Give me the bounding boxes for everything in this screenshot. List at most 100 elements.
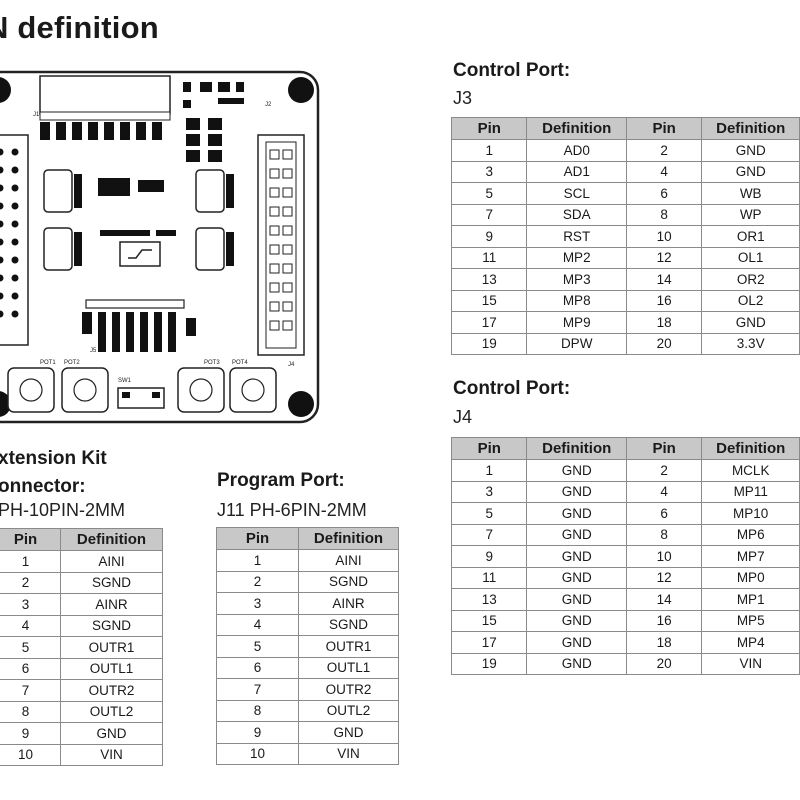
- table-cell: 12: [625, 566, 703, 589]
- table-cell: 10: [625, 225, 703, 248]
- table-cell: 9: [450, 545, 528, 568]
- table-cell: 8: [0, 700, 61, 723]
- table-cell: MP9: [526, 311, 627, 334]
- table-cell: 13: [450, 588, 528, 611]
- table-cell: 7: [450, 203, 528, 226]
- table-cell: MP8: [526, 289, 627, 312]
- table-cell: 2: [625, 459, 703, 482]
- control-port-j4-heading: Control Port:: [453, 378, 571, 399]
- table-cell: 3.3V: [701, 332, 800, 355]
- table-cell: GND: [701, 160, 800, 183]
- table-cell: 18: [625, 311, 703, 334]
- table-cell: 11: [450, 566, 528, 589]
- table-cell: VIN: [60, 743, 163, 766]
- table-cell: OL2: [701, 289, 800, 312]
- table-cell: GND: [60, 722, 163, 745]
- table-cell: OUTR2: [60, 679, 163, 702]
- table-cell: 14: [625, 588, 703, 611]
- table-cell: 13: [450, 268, 528, 291]
- mount-hole-icon: [288, 77, 314, 103]
- table-cell: 17: [450, 631, 528, 654]
- table-cell: GND: [526, 502, 627, 525]
- table-cell: 3: [0, 593, 61, 616]
- table-cell: OL1: [701, 246, 800, 269]
- table-cell: 14: [625, 268, 703, 291]
- table-cell: 3: [450, 480, 528, 503]
- table-cell: 11: [450, 246, 528, 269]
- board-label-pot3: POT3: [204, 360, 220, 366]
- board-label-j1: J1: [33, 112, 40, 118]
- table-cell: 2: [0, 571, 61, 594]
- table-cell: MP6: [701, 523, 800, 546]
- table-cell: GND: [526, 609, 627, 632]
- board-label-pot2: POT2: [64, 360, 80, 366]
- table-cell: MP10: [701, 502, 800, 525]
- mount-hole-icon: [288, 391, 314, 417]
- table-cell: 4: [0, 614, 61, 637]
- table-cell: 6: [625, 182, 703, 205]
- table-cell: 9: [0, 722, 61, 745]
- table-cell: GND: [526, 459, 627, 482]
- table-cell: SGND: [298, 613, 399, 636]
- table-cell: OR1: [701, 225, 800, 248]
- extension-kit-heading-2: onnector:: [0, 476, 86, 497]
- table-cell: VIN: [298, 742, 399, 765]
- board-label-j4: J4: [288, 362, 295, 368]
- board-label-j5: J5: [90, 348, 97, 354]
- table-cell: MP2: [526, 246, 627, 269]
- table-cell: GND: [701, 311, 800, 334]
- table-cell: 1: [450, 459, 528, 482]
- table-cell: 5: [0, 636, 61, 659]
- table-cell: 5: [450, 502, 528, 525]
- table-cell: GND: [526, 566, 627, 589]
- table-cell: GND: [526, 652, 627, 675]
- table-cell: DPW: [526, 332, 627, 355]
- table-cell: 2: [216, 570, 299, 593]
- table-cell: 12: [625, 246, 703, 269]
- table-cell: 15: [450, 289, 528, 312]
- table-cell: WP: [701, 203, 800, 226]
- table-cell: GND: [526, 545, 627, 568]
- table-cell: 1: [216, 549, 299, 572]
- program-port-sub: J11 PH-6PIN-2MM: [217, 500, 367, 520]
- table-cell: OR2: [701, 268, 800, 291]
- table-cell: 7: [450, 523, 528, 546]
- table-cell: 8: [625, 523, 703, 546]
- table-cell: 1: [450, 139, 528, 162]
- table-cell: GND: [526, 523, 627, 546]
- column-header: Definition: [701, 437, 800, 460]
- table-cell: 19: [450, 652, 528, 675]
- control-port-j3-heading: Control Port:: [453, 60, 571, 81]
- table-cell: 20: [625, 652, 703, 675]
- board-label-j2: J2: [265, 102, 272, 108]
- table-cell: AD1: [526, 160, 627, 183]
- table-cell: MP5: [701, 609, 800, 632]
- board-label-sw1: SW1: [118, 378, 132, 384]
- mount-hole-icon: [0, 77, 11, 103]
- table-cell: GND: [701, 139, 800, 162]
